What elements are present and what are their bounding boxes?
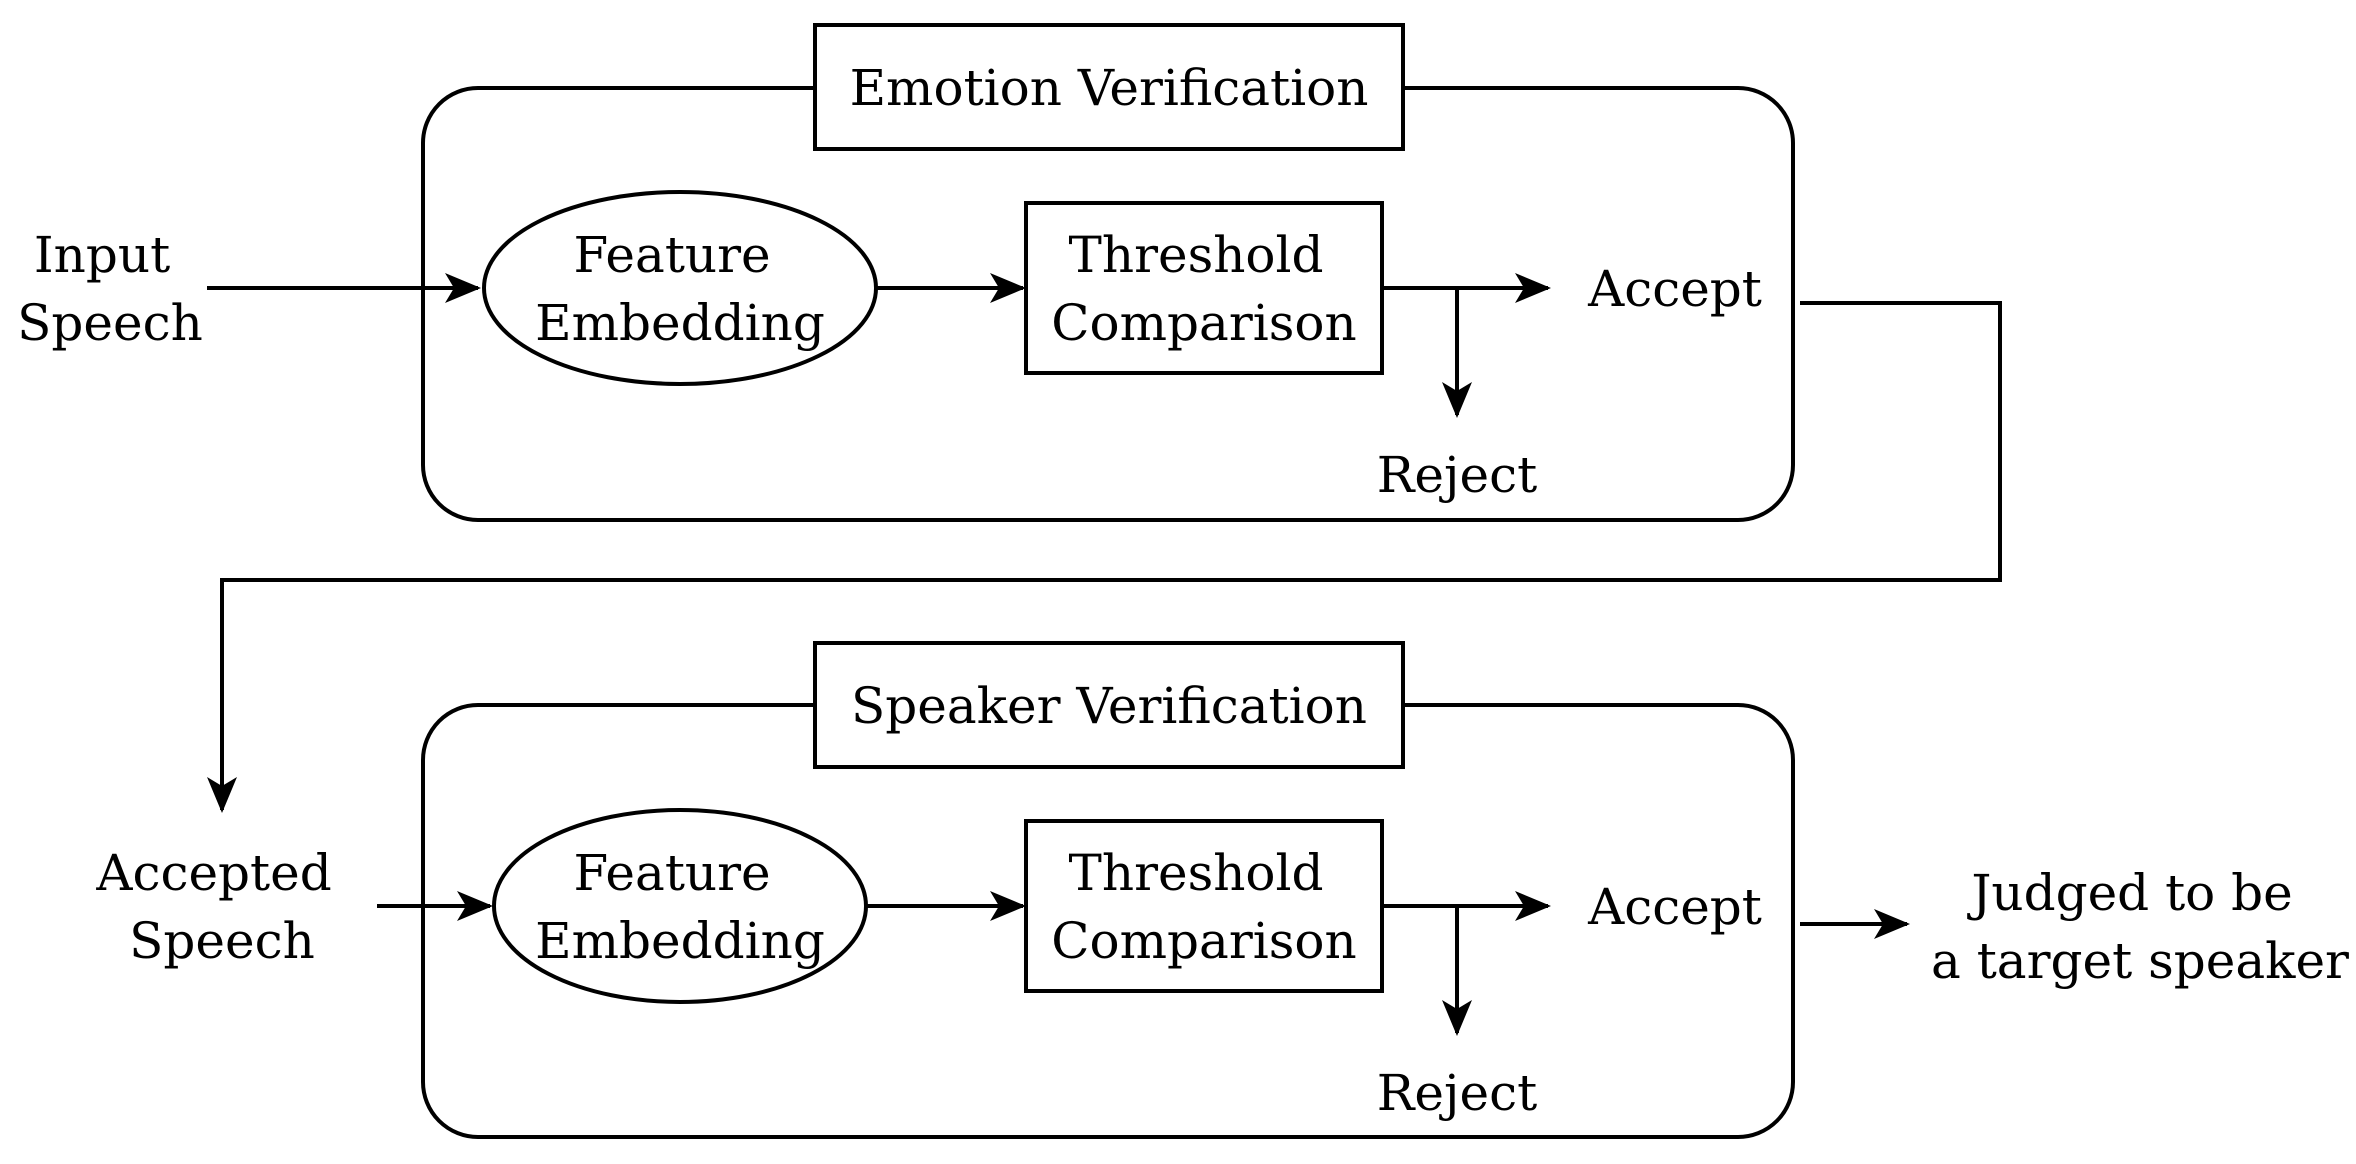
- input-speech-label-line1: Input: [34, 226, 170, 284]
- emotion-feature-embedding-node: [482, 190, 878, 386]
- speaker-accept-label: Accept: [1587, 878, 1762, 936]
- speaker-feature-embedding-node: [492, 808, 868, 1004]
- speaker-feature-embedding-label: Feature Embedding: [535, 844, 825, 970]
- emotion-verification-title-box: [813, 23, 1405, 151]
- emotion-accept-label: Accept: [1587, 260, 1762, 318]
- speaker-threshold-comparison-line2: Comparison: [1051, 912, 1356, 970]
- accepted-speech-label-line2: Speech: [129, 912, 315, 970]
- speaker-verification-title-box: [813, 641, 1405, 769]
- accepted-speech-label: Accepted Speech: [95, 844, 347, 970]
- output-judged-target-speaker-label: Judged to be a target speaker: [1931, 864, 2349, 990]
- emotion-feature-embedding-line2: Embedding: [535, 294, 825, 352]
- emotion-threshold-comparison-line2: Comparison: [1051, 294, 1356, 352]
- emotion-threshold-comparison-label: Threshold Comparison: [1051, 226, 1356, 352]
- emotion-threshold-comparison-line1: Threshold: [1069, 226, 1324, 284]
- input-speech-label: Input Speech: [17, 226, 203, 352]
- speaker-reject-label: Reject: [1377, 1064, 1537, 1122]
- speaker-threshold-comparison-label: Threshold Comparison: [1051, 844, 1356, 970]
- emotion-feature-embedding-label: Feature Embedding: [535, 226, 825, 352]
- accepted-speech-label-line1: Accepted: [95, 844, 331, 902]
- emotion-reject-label: Reject: [1377, 446, 1537, 504]
- output-label-line2: a target speaker: [1931, 932, 2349, 990]
- emotion-feature-embedding-line1: Feature: [573, 226, 770, 284]
- speaker-feature-embedding-line1: Feature: [573, 844, 770, 902]
- emotion-verification-title: Emotion Verification: [850, 59, 1369, 117]
- input-speech-label-line2: Speech: [17, 294, 203, 352]
- output-label-line1: Judged to be: [1966, 864, 2292, 922]
- emotion-accept-to-speaker-stage-connector: [207, 301, 2002, 813]
- speaker-feature-embedding-line2: Embedding: [535, 912, 825, 970]
- speaker-verification-title: Speaker Verification: [851, 677, 1367, 735]
- speaker-threshold-comparison-line1: Threshold: [1069, 844, 1324, 902]
